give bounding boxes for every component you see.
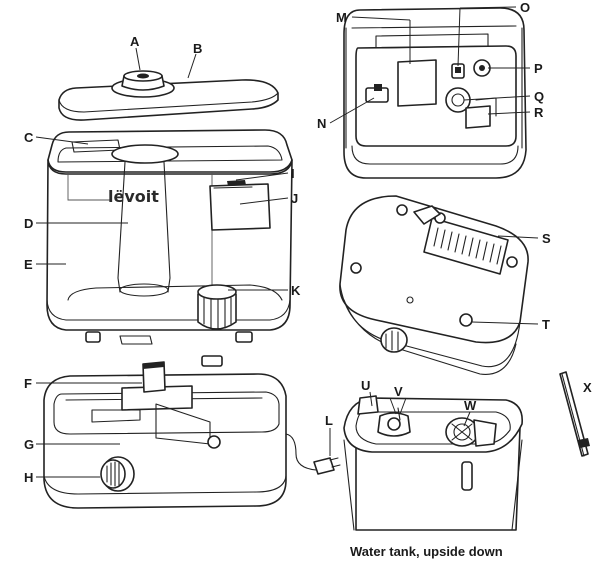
callout-p: P xyxy=(534,61,543,76)
callout-k: K xyxy=(291,283,301,298)
callout-a: A xyxy=(130,34,140,49)
callout-v: V xyxy=(394,384,403,399)
callout-n: N xyxy=(317,116,326,131)
callout-m: M xyxy=(336,10,347,25)
callout-c: C xyxy=(24,130,34,145)
brand-logo: lëvoit xyxy=(108,187,159,206)
base-top-view xyxy=(343,7,527,179)
callout-w: W xyxy=(464,398,477,413)
base-bottom-view xyxy=(339,195,529,375)
callout-r: R xyxy=(534,105,544,120)
callout-q: Q xyxy=(534,89,544,104)
callout-o: O xyxy=(520,0,530,15)
callout-j: J xyxy=(291,191,298,206)
callout-t: T xyxy=(542,317,550,332)
callout-g: G xyxy=(24,437,34,452)
water-tank xyxy=(46,129,293,367)
callout-u: U xyxy=(361,378,370,393)
callout-d: D xyxy=(24,216,33,231)
callout-i: I xyxy=(291,166,295,181)
power-knob[interactable] xyxy=(100,456,135,492)
callout-l: L xyxy=(325,413,333,428)
humidifier-base xyxy=(43,361,341,509)
callout-x: X xyxy=(583,380,592,395)
callout-s: S xyxy=(542,231,551,246)
water-tank-upside-down xyxy=(343,395,523,531)
callout-h: H xyxy=(24,470,33,485)
callout-b: B xyxy=(193,41,202,56)
aroma-pad-knob xyxy=(111,70,175,98)
tank-caption: Water tank, upside down xyxy=(350,544,503,559)
callout-e: E xyxy=(24,257,33,272)
top-cover xyxy=(58,70,279,121)
tank-valve-cap xyxy=(197,284,237,331)
callout-f: F xyxy=(24,376,32,391)
cleaning-brush xyxy=(559,371,590,457)
callout-labels: A B C D E F G H I J K L M N O P Q R S T … xyxy=(24,0,592,485)
leader-lines xyxy=(35,6,539,478)
